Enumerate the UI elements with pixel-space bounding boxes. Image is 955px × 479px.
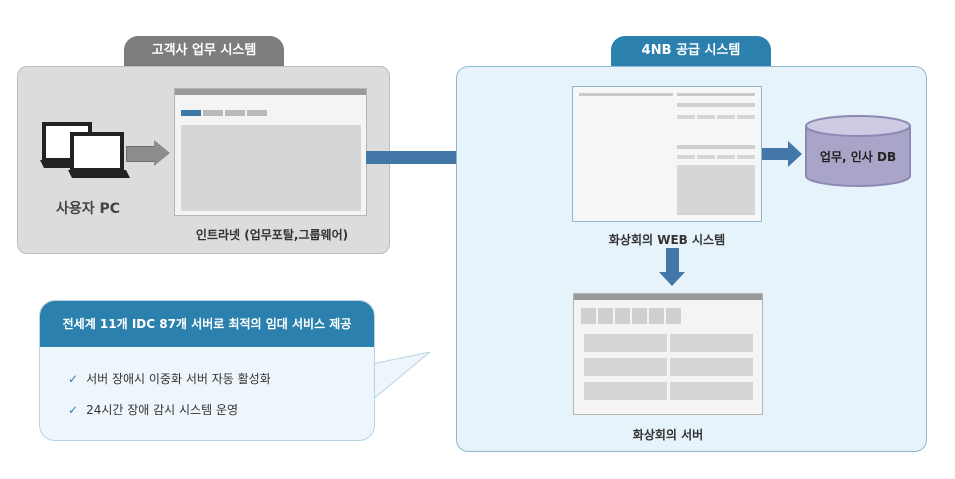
window-titlebar xyxy=(574,294,762,300)
client-arrow xyxy=(126,140,172,166)
intranet-tab xyxy=(225,110,245,116)
intranet-tab xyxy=(181,110,201,116)
web-cell xyxy=(717,115,735,119)
web-cell xyxy=(737,155,755,159)
server-tab xyxy=(581,308,596,324)
web-bar xyxy=(677,145,755,149)
server-arrow xyxy=(666,248,679,272)
server-tab xyxy=(649,308,664,324)
web-header-left xyxy=(579,93,673,96)
callout-item: ✓ 서버 장애시 이중화 서버 자동 활성화 xyxy=(68,370,271,387)
web-header-right xyxy=(677,93,755,96)
intranet-content xyxy=(181,125,361,211)
service-callout: 전세계 11개 IDC 87개 서버로 최적의 임대 서비스 제공 ✓ 서버 장애… xyxy=(39,300,375,441)
web-cell xyxy=(737,115,755,119)
web-system-window xyxy=(572,86,762,222)
callout-item-text: 서버 장애시 이중화 서버 자동 활성화 xyxy=(86,372,271,386)
server-tab xyxy=(666,308,681,324)
server-tab xyxy=(598,308,613,324)
db-arrow xyxy=(762,148,788,160)
server-tile xyxy=(670,382,753,400)
client-section-label: 고객사 업무 시스템 xyxy=(124,36,284,66)
supplier-section-label: 4NB 공급 시스템 xyxy=(611,36,771,66)
laptop-icon xyxy=(40,122,130,178)
intranet-tab xyxy=(247,110,267,116)
web-cell xyxy=(677,115,695,119)
server-tile xyxy=(584,334,667,352)
web-cell xyxy=(697,155,715,159)
web-cell xyxy=(717,155,735,159)
intranet-window xyxy=(174,88,367,216)
callout-item-text: 24시간 장애 감시 시스템 운영 xyxy=(86,403,239,417)
db-arrow-head xyxy=(788,141,802,167)
web-system-label: 화상회의 WEB 시스템 xyxy=(608,233,726,247)
server-tile xyxy=(670,334,753,352)
check-icon: ✓ xyxy=(68,372,79,386)
server-tile xyxy=(670,358,753,376)
user-pc-label: 사용자 PC xyxy=(55,201,121,217)
web-cell xyxy=(677,155,695,159)
callout-pointer xyxy=(372,351,431,401)
check-icon: ✓ xyxy=(68,403,79,417)
window-titlebar xyxy=(175,89,366,95)
callout-title: 전세계 11개 IDC 87개 서버로 최적의 임대 서비스 제공 xyxy=(40,301,374,347)
server-tile xyxy=(584,382,667,400)
server-tile xyxy=(584,358,667,376)
callout-item: ✓ 24시간 장애 감시 시스템 운영 xyxy=(68,401,238,418)
server-arrow-head xyxy=(659,272,685,286)
intranet-tab xyxy=(203,110,223,116)
server-label: 화상회의 서버 xyxy=(632,428,704,442)
web-cell xyxy=(697,115,715,119)
server-window xyxy=(573,293,763,415)
web-content-block xyxy=(677,165,755,215)
web-bar xyxy=(677,103,755,107)
intranet-label: 인트라넷 (업무포탈,그룹웨어) xyxy=(195,228,349,242)
server-tab xyxy=(615,308,630,324)
server-tab xyxy=(632,308,647,324)
database-icon xyxy=(805,115,911,187)
db-label: 업무, 인사 DB xyxy=(819,150,897,164)
